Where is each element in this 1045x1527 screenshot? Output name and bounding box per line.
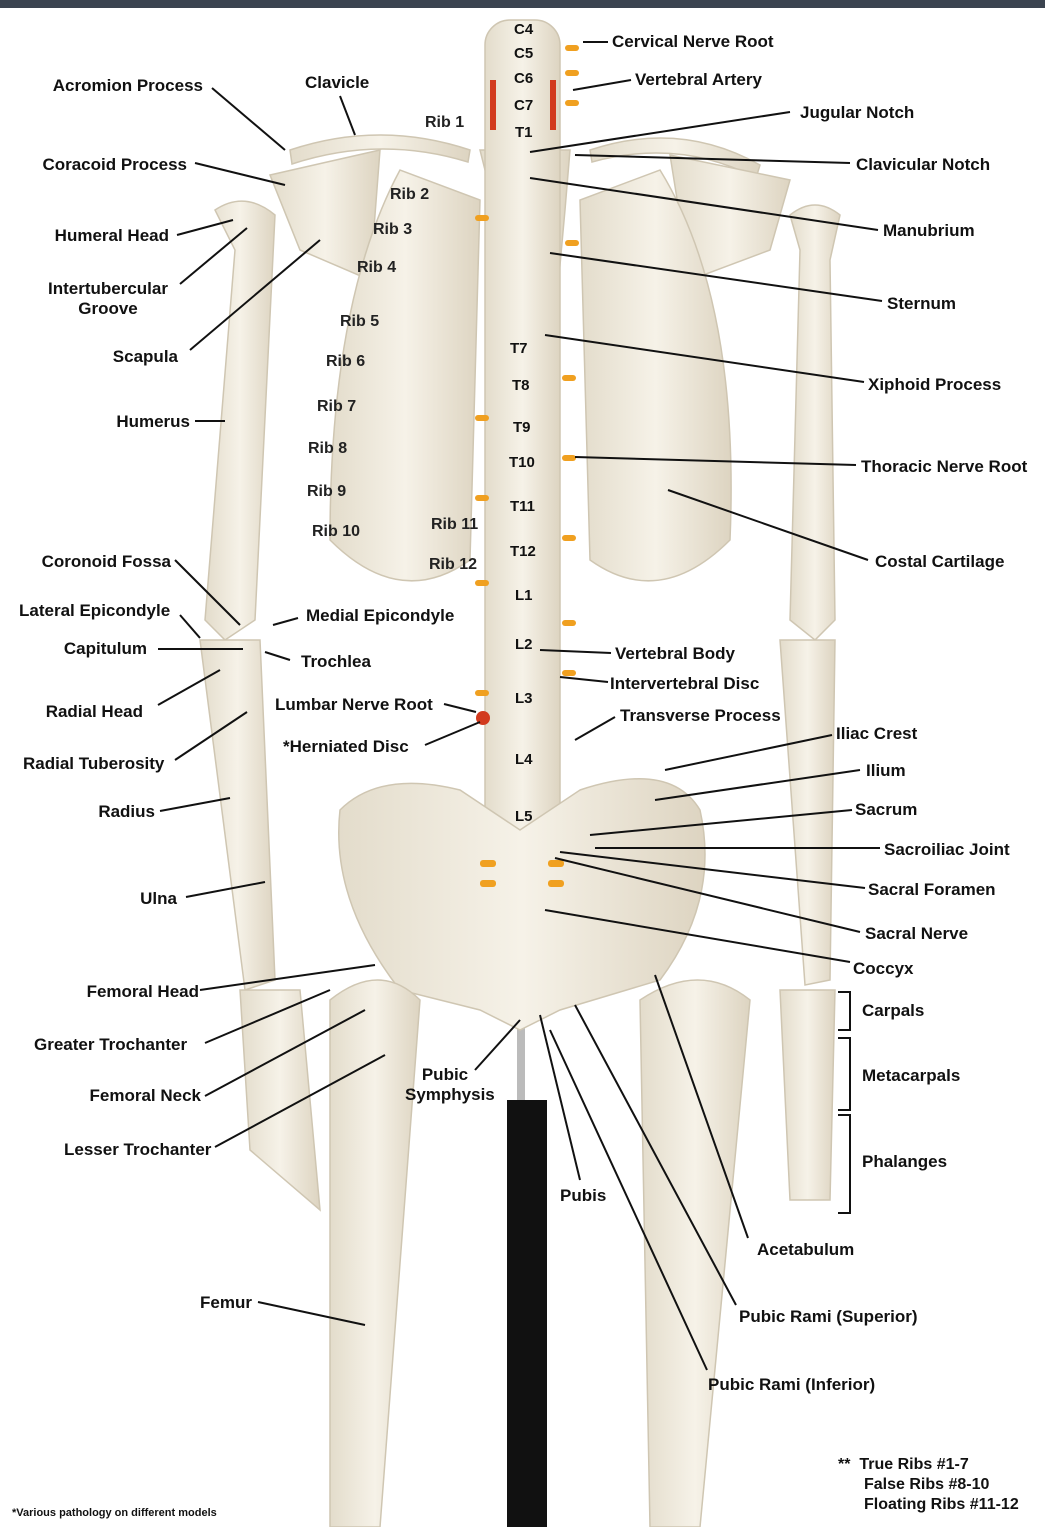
rib-label: Rib 9 — [307, 483, 346, 501]
label-intertubercular-groove: Intertubercular Groove — [40, 279, 176, 319]
label-radius: Radius — [98, 802, 155, 822]
label-sacral-foramen: Sacral Foramen — [868, 880, 996, 900]
vertebra-label: T11 — [510, 498, 535, 515]
rib-label: Rib 4 — [357, 259, 396, 277]
vertebra-label: C5 — [514, 45, 533, 62]
rib-label: Rib 6 — [326, 353, 365, 371]
label-costal-cartilage: Costal Cartilage — [875, 552, 1004, 572]
right-femur-shape — [640, 980, 750, 1527]
vertebra-label: T10 — [509, 454, 535, 471]
label-lateral-epicondyle: Lateral Epicondyle — [19, 601, 170, 621]
rib-label: Rib 10 — [312, 523, 360, 541]
legend-floating-ribs: Floating Ribs #11-12 — [838, 1495, 1019, 1515]
label-sternum: Sternum — [887, 294, 956, 314]
label-trochlea: Trochlea — [301, 652, 371, 672]
legend-true-ribs: True Ribs #1-7 — [859, 1456, 968, 1473]
vertebra-label: C7 — [514, 97, 533, 114]
metacarpals-bracket — [838, 1038, 850, 1110]
rib-label: Rib 3 — [373, 221, 412, 239]
label-clavicle: Clavicle — [305, 73, 369, 93]
label-femoral-head: Femoral Head — [87, 982, 199, 1002]
legend-marker: ** — [838, 1456, 850, 1473]
rib-label: Rib 11 — [431, 516, 478, 534]
label-humeral-head: Humeral Head — [55, 226, 169, 246]
label-manubrium: Manubrium — [883, 221, 975, 241]
vertebra-label: C4 — [514, 21, 533, 38]
label-coccyx: Coccyx — [853, 959, 913, 979]
left-forearm-shape — [200, 640, 275, 990]
label-xiphoid-process: Xiphoid Process — [868, 375, 1001, 395]
vertebra-label: L1 — [515, 587, 533, 604]
label-vertebral-body: Vertebral Body — [615, 644, 735, 664]
vertebra-label: L4 — [515, 751, 533, 768]
right-humerus-shape — [790, 205, 840, 640]
pathology-footnote: *Various pathology on different models — [12, 1507, 217, 1519]
label-transverse-process: Transverse Process — [620, 706, 781, 726]
rib-label: Rib 7 — [317, 398, 356, 416]
label-vertebral-artery: Vertebral Artery — [635, 70, 762, 90]
vertebra-label: T9 — [513, 419, 531, 436]
label-femur: Femur — [200, 1293, 252, 1313]
vertebra-label: T1 — [515, 124, 533, 141]
label-pubic-rami-inferior: Pubic Rami (Inferior) — [708, 1375, 875, 1395]
legend-false-ribs: False Ribs #8-10 — [838, 1475, 1019, 1495]
label-acromion-process: Acromion Process — [53, 76, 203, 96]
label-acetabulum: Acetabulum — [757, 1240, 854, 1260]
label-pubis: Pubis — [560, 1186, 606, 1206]
right-hand-shape — [780, 990, 835, 1200]
label-greater-trochanter: Greater Trochanter — [34, 1035, 187, 1055]
label-carpals: Carpals — [862, 1001, 924, 1021]
label-sacroiliac-joint: Sacroiliac Joint — [884, 840, 1010, 860]
rib-label: Rib 5 — [340, 313, 379, 331]
label-lumbar-nerve-root: Lumbar Nerve Root — [275, 695, 433, 715]
label-pubic-symphysis: Pubic Symphysis — [405, 1065, 485, 1105]
label-humerus: Humerus — [116, 412, 190, 432]
vertebra-label: L2 — [515, 636, 533, 653]
label-metacarpals: Metacarpals — [862, 1066, 960, 1086]
vertebra-label: T12 — [510, 543, 536, 560]
label-radial-head: Radial Head — [46, 702, 143, 722]
rib-legend: ** True Ribs #1-7 False Ribs #8-10 Float… — [838, 1455, 1019, 1515]
phalanges-bracket — [838, 1115, 850, 1213]
label-sacral-nerve: Sacral Nerve — [865, 924, 968, 944]
label-intervertebral-disc: Intervertebral Disc — [610, 674, 759, 694]
left-femur-shape — [330, 980, 420, 1527]
label-capitulum: Capitulum — [64, 639, 147, 659]
vertebra-label: C6 — [514, 70, 533, 87]
label-thoracic-nerve-root: Thoracic Nerve Root — [861, 457, 1027, 477]
vertebra-label: T7 — [510, 340, 528, 357]
carpals-bracket — [838, 992, 850, 1030]
vertebra-label: T8 — [512, 377, 530, 394]
label-iliac-crest: Iliac Crest — [836, 724, 917, 744]
label-lesser-trochanter: Lesser Trochanter — [64, 1140, 211, 1160]
label-ilium: Ilium — [866, 761, 906, 781]
rib-label: Rib 2 — [390, 186, 429, 204]
rib-label: Rib 12 — [429, 556, 477, 574]
label-medial-epicondyle: Medial Epicondyle — [306, 606, 454, 626]
label-clavicular-notch: Clavicular Notch — [856, 155, 990, 175]
label-sacrum: Sacrum — [855, 800, 917, 820]
label-ulna: Ulna — [140, 889, 177, 909]
label-coracoid-process: Coracoid Process — [42, 155, 187, 175]
vertebra-label: L3 — [515, 690, 533, 707]
label-cervical-nerve-root: Cervical Nerve Root — [612, 32, 774, 52]
label-phalanges: Phalanges — [862, 1152, 947, 1172]
rib-label: Rib 8 — [308, 440, 347, 458]
label-jugular-notch: Jugular Notch — [800, 103, 914, 123]
vertebra-label: L5 — [515, 808, 533, 825]
label-femoral-neck: Femoral Neck — [90, 1086, 202, 1106]
label-herniated-disc: *Herniated Disc — [283, 737, 409, 757]
label-pubic-rami-superior: Pubic Rami (Superior) — [739, 1307, 918, 1327]
label-coronoid-fossa: Coronoid Fossa — [42, 552, 171, 572]
rib-label: Rib 1 — [425, 114, 464, 132]
label-radial-tuberosity: Radial Tuberosity — [23, 754, 164, 774]
label-scapula: Scapula — [113, 347, 178, 367]
